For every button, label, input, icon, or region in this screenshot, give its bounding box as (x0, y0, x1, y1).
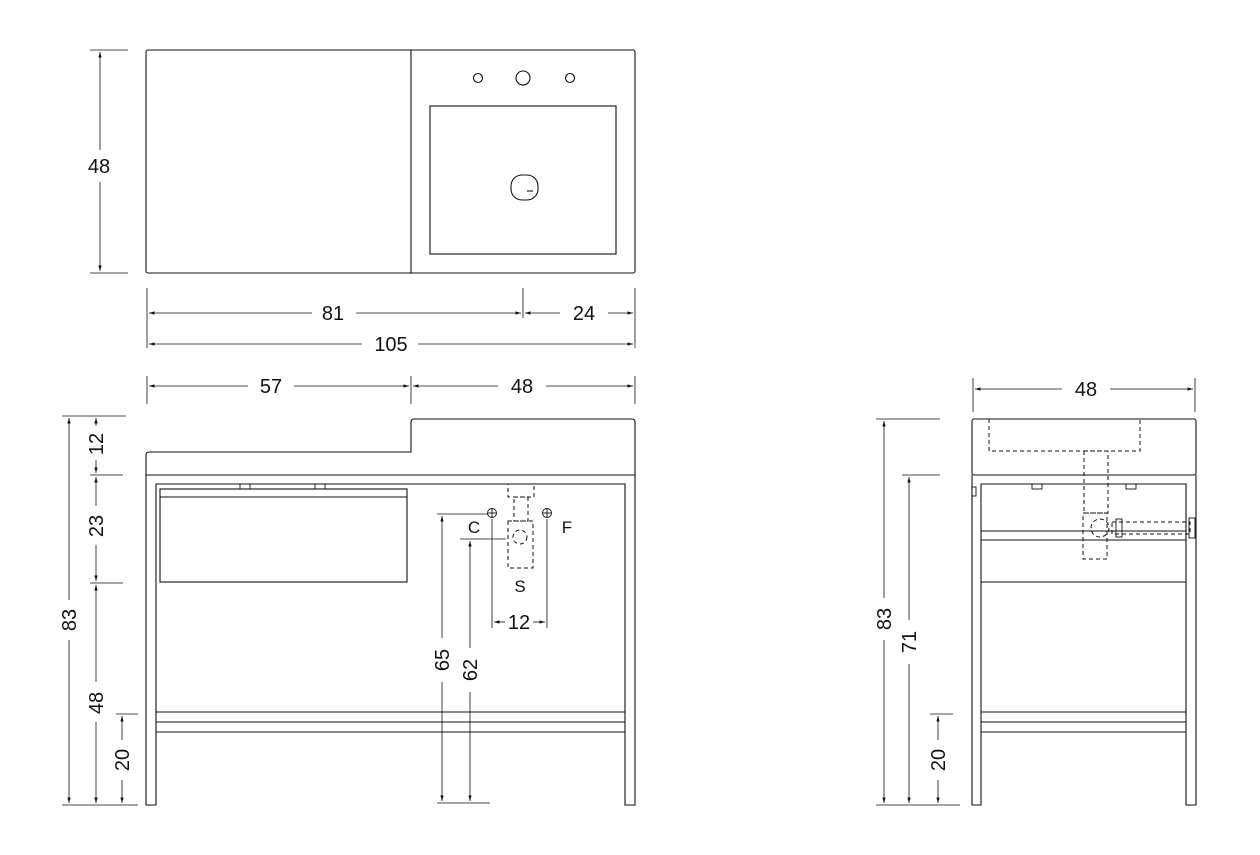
dim-tap-heights: 65 62 (432, 513, 506, 804)
front-drawer (159, 488, 408, 583)
side-basin-hidden (988, 419, 1141, 452)
dim-label-side-frame-height: 71 (899, 631, 921, 653)
drawer-runner-left (239, 483, 251, 490)
dim-front-widths: 57 48 (146, 376, 636, 404)
cold-water-marker (487, 508, 497, 518)
side-wall-bracket (971, 486, 977, 497)
dim-label-counter-width: 81 (322, 303, 344, 325)
dim-label-drawer-height: 23 (86, 515, 108, 537)
dim-label-total-width: 105 (374, 334, 407, 356)
countertop-outline (145, 49, 636, 274)
dim-label-side-width: 48 (1075, 379, 1097, 401)
tap-hole-left (472, 72, 484, 84)
basin-inner (429, 105, 617, 255)
hot-water-marker (542, 508, 552, 518)
dim-top-total-width: 105 (149, 334, 633, 356)
front-countertop (145, 418, 636, 476)
side-runner-1 (1031, 483, 1043, 490)
label-hot-marker: F (562, 518, 572, 537)
side-view: 48 (874, 378, 1197, 806)
dim-top-partial-widths: 81 24 (146, 288, 636, 348)
dim-label-top-depth: 48 (88, 156, 110, 178)
tap-hole-right (564, 72, 576, 84)
front-view: 57 48 (59, 376, 636, 806)
label-drain-marker: S (514, 577, 525, 596)
dim-label-side-total-height: 83 (874, 608, 896, 630)
dim-label-mid-height: 48 (86, 692, 108, 714)
dim-label-tap-spacing: 12 (508, 612, 530, 634)
front-frame (145, 475, 636, 806)
side-frame (971, 475, 1197, 806)
top-view: 48 81 24 105 (88, 49, 636, 356)
drain-outlet (510, 174, 539, 201)
dim-label-shelf-height: 20 (112, 749, 134, 771)
dim-top-depth: 48 (88, 49, 128, 274)
dim-label-right-width: 48 (511, 376, 533, 398)
dim-label-front-total-height: 83 (59, 609, 81, 631)
dim-tap-spacing: 12 (491, 519, 548, 634)
drawer-runner-right (314, 483, 326, 490)
dim-side-width: 48 (972, 378, 1196, 412)
dim-label-drain-height: 62 (460, 659, 482, 681)
dim-label-left-width: 57 (260, 376, 282, 398)
dim-label-side-shelf-height: 20 (928, 749, 950, 771)
dim-side-heights: 83 71 20 (874, 418, 960, 806)
side-siphon (1082, 450, 1196, 560)
siphon-trap (507, 483, 535, 569)
dim-label-cold-height: 65 (432, 649, 454, 671)
side-runner-2 (1125, 483, 1137, 490)
label-cold-marker: C (468, 518, 480, 537)
tap-hole-center (515, 70, 531, 86)
dim-label-basin-width: 24 (573, 303, 595, 325)
dim-front-heights: 83 12 23 48 20 (59, 415, 138, 806)
dim-label-step-height: 12 (86, 433, 108, 455)
